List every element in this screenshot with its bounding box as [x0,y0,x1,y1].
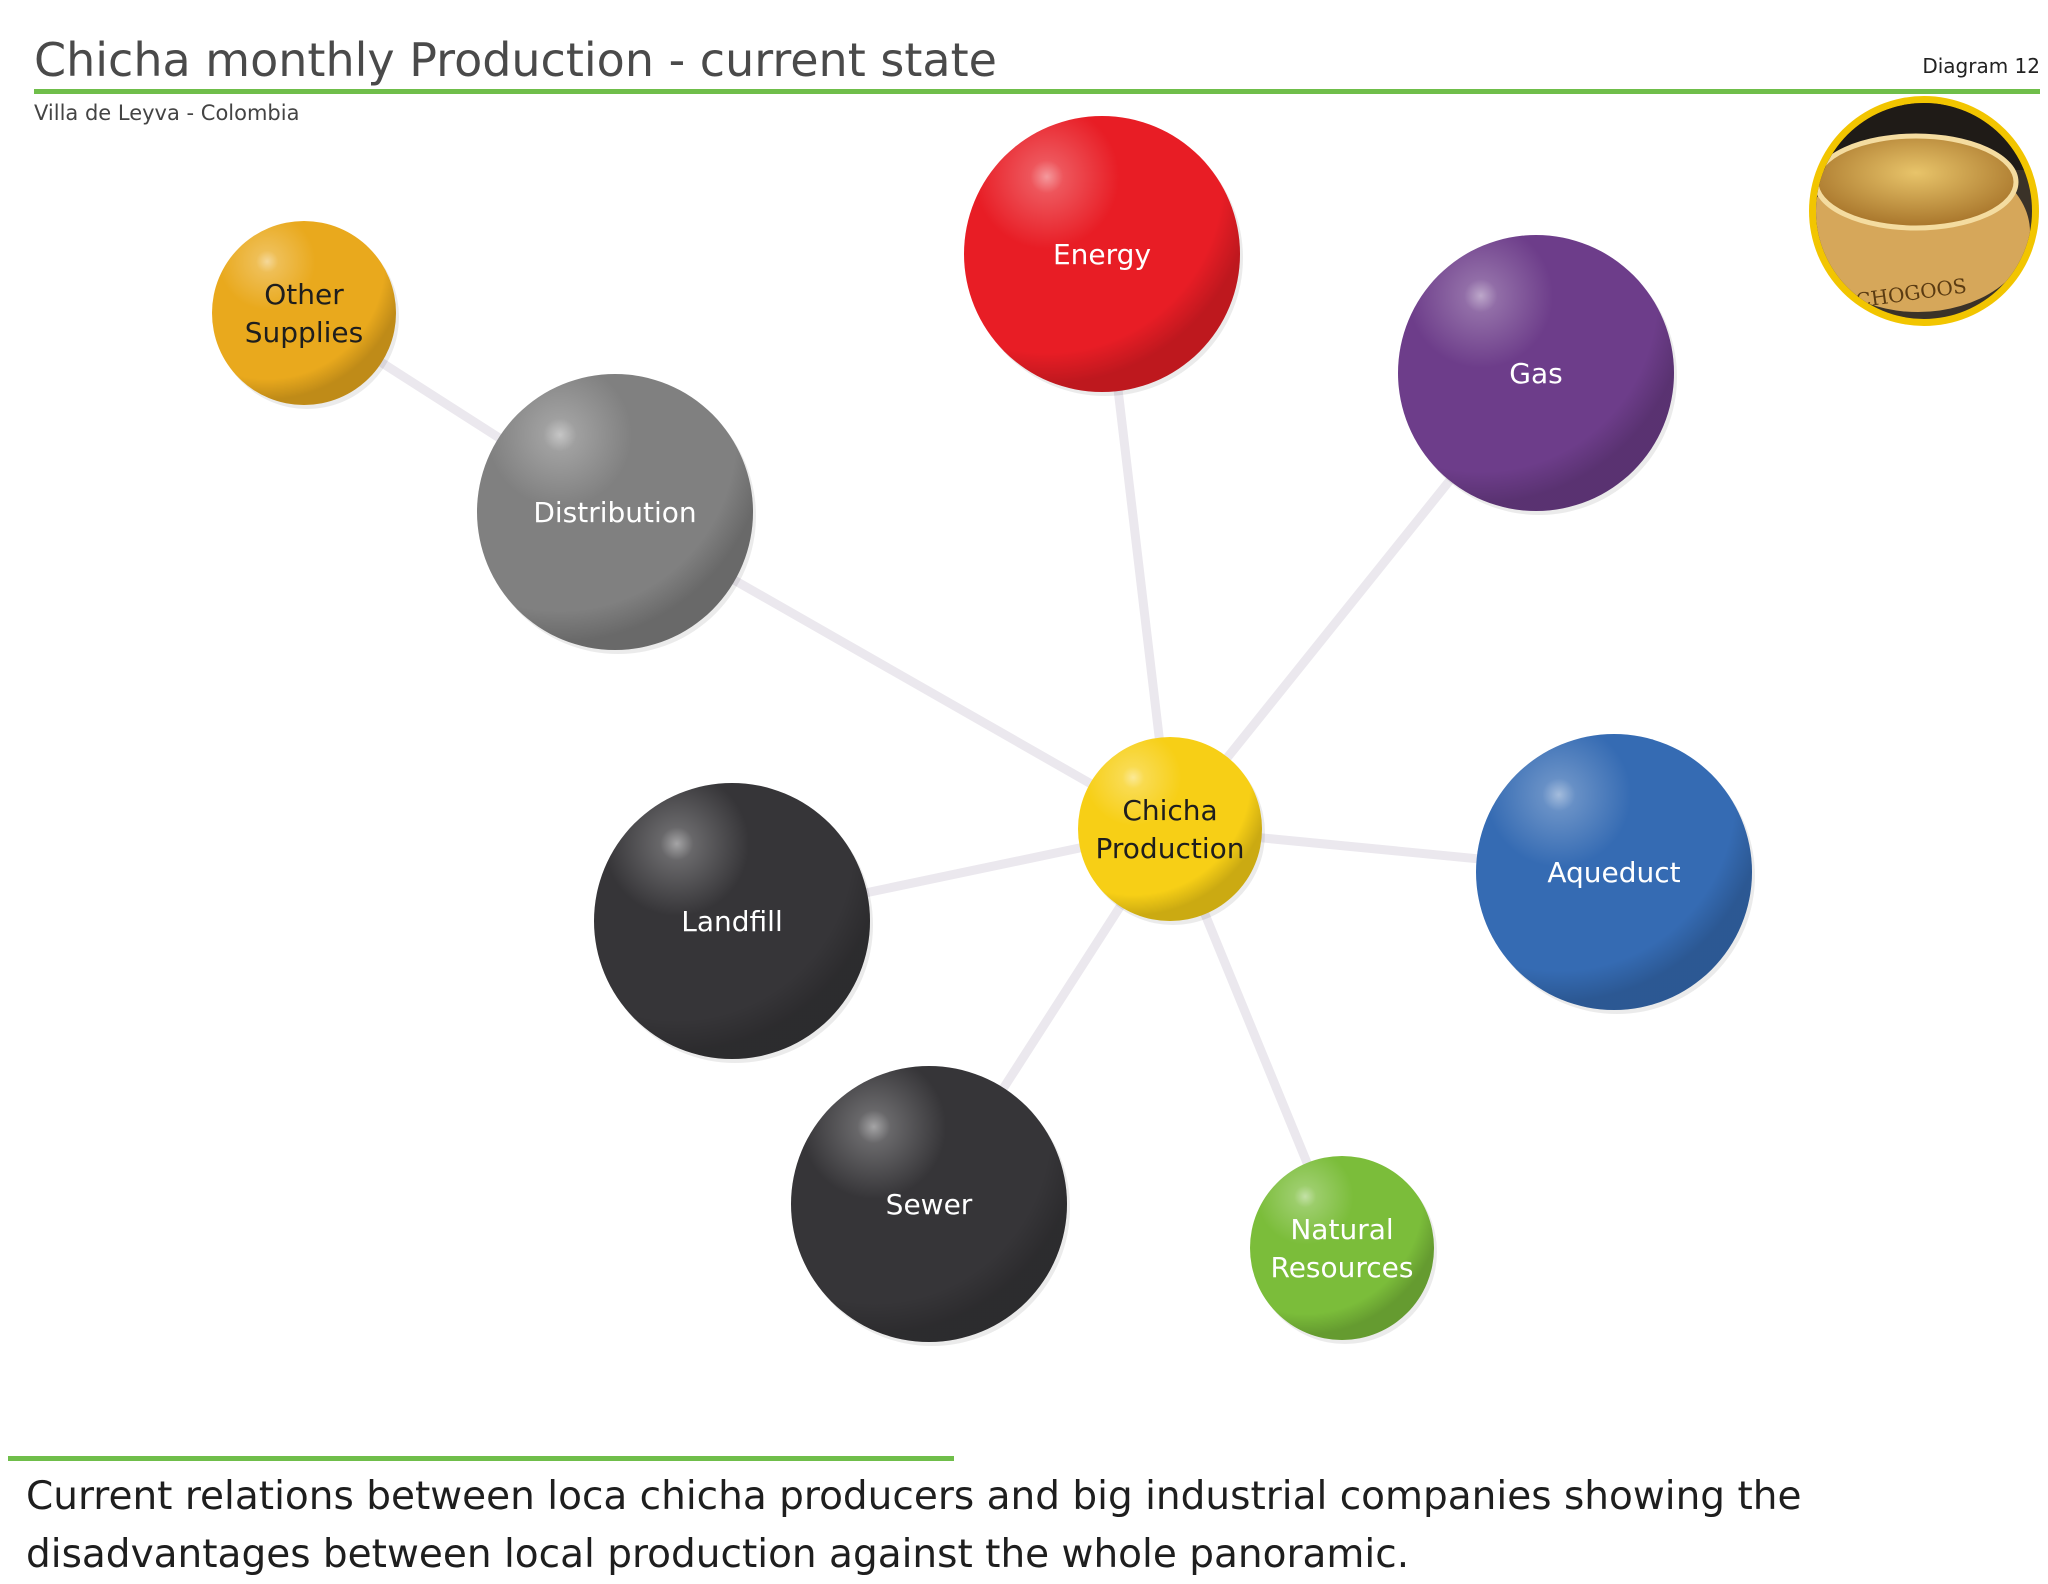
diagram-caption: Current relations between loca chicha pr… [26,1474,1802,1577]
node-other-highlight [212,221,396,405]
node-aqueduct: Aqueduct [1476,734,1755,1014]
node-chicha-label: Chicha [1122,794,1217,827]
node-landfill-label: Landfill [681,905,782,938]
node-gas: Gas [1398,235,1677,515]
node-gas-label: Gas [1509,357,1562,390]
node-distribution-highlight [477,374,753,650]
node-gas-highlight [1398,235,1674,511]
node-other-label: Supplies [245,316,363,349]
page-title: Chicha monthly Production - current stat… [34,33,997,87]
node-aqueduct-label: Aqueduct [1547,856,1680,889]
node-energy-highlight [964,116,1240,392]
node-landfill: Landfill [594,783,873,1063]
node-landfill-highlight [594,783,870,1059]
footer-divider [8,1456,954,1461]
node-sewer-highlight [791,1066,1067,1342]
header-divider [34,89,2040,94]
bowl-rim-highlight [1816,133,2019,231]
node-chicha-label: Production [1096,832,1245,865]
bowl-liquid [1816,136,2016,228]
node-sewer: Sewer [791,1066,1070,1346]
node-energy-label: Energy [1053,238,1151,271]
node-aqueduct-highlight [1476,734,1752,1010]
node-natural-label: Resources [1271,1251,1414,1284]
diagram-number: Diagram 12 [1922,54,2040,78]
node-distribution: Distribution [477,374,756,654]
node-energy: Energy [964,116,1243,396]
node-natural-highlight [1250,1156,1434,1340]
node-natural-label: Natural [1290,1213,1393,1246]
node-distribution-label: Distribution [533,496,696,529]
node-other-label: Other [264,278,344,311]
chicha-bowl-photo: CHOGOOS [1809,96,2039,326]
page-subtitle: Villa de Leyva - Colombia [34,101,300,125]
node-chicha-highlight [1078,737,1262,921]
node-sewer-label: Sewer [886,1188,973,1221]
